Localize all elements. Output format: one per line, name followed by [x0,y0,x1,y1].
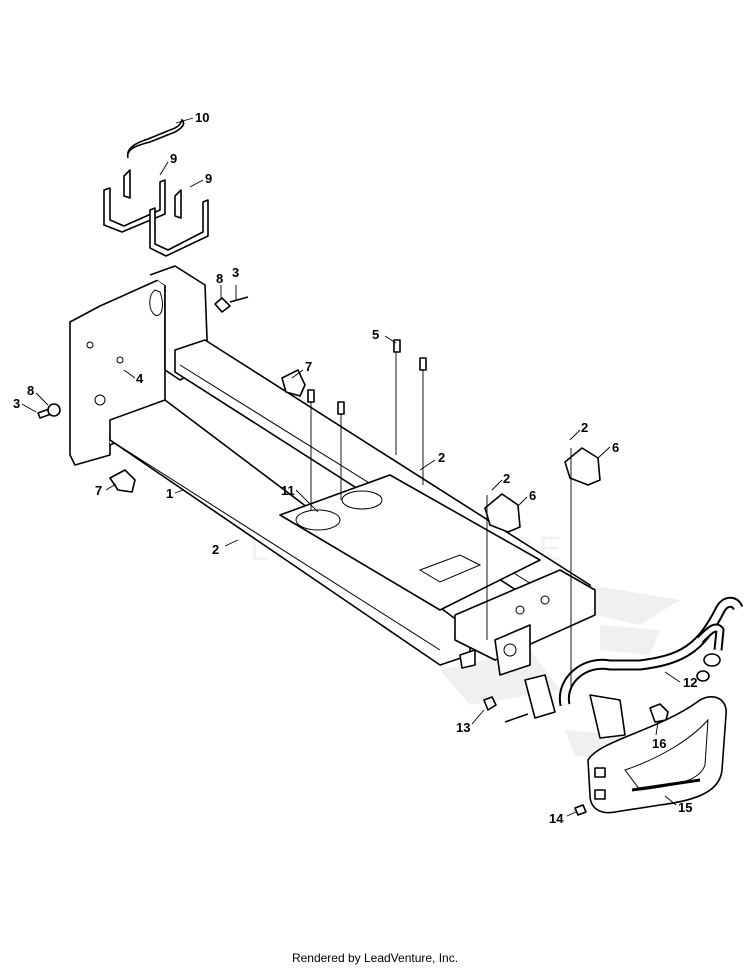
bumper-bracket-part [589,694,626,739]
nut-part [649,703,669,723]
bumper-tube-inner [560,598,742,706]
callout-9: 9 [205,171,212,186]
callout-16: 16 [652,736,666,751]
callout-10: 10 [195,110,209,125]
callout-11: 11 [281,483,295,498]
callout-2: 2 [581,420,588,435]
callout-12: 12 [683,675,697,690]
bracket-parts [103,169,209,257]
fastener-parts [37,296,587,816]
callout-2: 2 [503,471,510,486]
callout-4: 4 [136,371,144,386]
callout-8: 8 [27,383,34,398]
footer-credit: Rendered by LeadVenture, Inc. [291,951,459,965]
spring-clip-part [126,118,185,159]
callout-15: 15 [678,800,692,815]
frame-part [69,265,596,676]
leader-lines [21,117,681,817]
bumper-bracket-part [524,674,556,719]
callout-8: 8 [216,271,223,286]
bumper-shell-part [587,696,727,814]
callout-6: 6 [612,440,619,455]
callout-6: 6 [529,488,536,503]
callout-1: 1 [166,486,173,501]
callout-7: 7 [95,483,102,498]
tube-end-cap [696,670,710,682]
callout-5: 5 [372,327,379,342]
seat-clip-parts [484,447,601,533]
callout-2: 2 [438,450,445,465]
callout-3: 3 [232,265,239,280]
pad-part-left [109,469,136,493]
callout-7: 7 [305,359,312,374]
callout-13: 13 [456,720,470,735]
callout-14: 14 [549,811,564,826]
callout-labels: 10 9 9 8 3 8 3 4 5 7 7 1 11 2 2 2 2 6 6 … [13,110,697,826]
callout-9: 9 [170,151,177,166]
callout-3: 3 [13,396,20,411]
pad-part-top [281,369,306,397]
tube-end-cap [703,653,721,667]
callout-2: 2 [212,542,219,557]
